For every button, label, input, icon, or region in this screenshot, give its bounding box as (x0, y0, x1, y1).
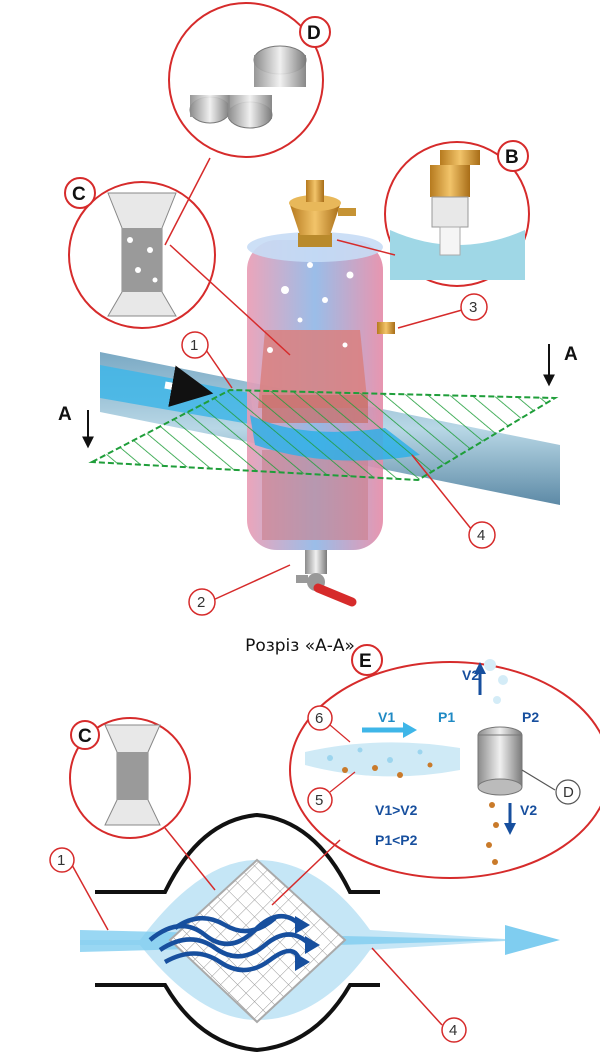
label-v2-bottom: V2 (520, 802, 537, 818)
section-mark-right-label: A (564, 344, 578, 365)
housing-section (95, 812, 380, 1053)
outflow-arrow-icon (505, 925, 560, 955)
marker-3 (397, 293, 488, 329)
label-eq1: V1>V2 (375, 802, 418, 818)
section-title: Розріз «А-А» (245, 636, 355, 656)
marker-2-label: 2 (197, 594, 205, 611)
air-vent-valve (289, 180, 356, 247)
label-eq2: P1<P2 (375, 832, 418, 848)
callout-c-bottom-label: C (78, 726, 92, 747)
marker-d-label: D (563, 784, 574, 801)
marker-4-top-label: 4 (477, 527, 485, 544)
callout-e-label: E (359, 651, 372, 672)
label-p1: P1 (438, 709, 455, 725)
callout-d-top-label: D (307, 23, 321, 44)
marker-4-bottom-label: 4 (449, 1022, 457, 1039)
side-fitting (377, 322, 395, 334)
drain-valve (296, 550, 357, 607)
label-p2: P2 (522, 709, 539, 725)
marker-4-top (411, 454, 496, 549)
marker-1-bottom-label: 1 (57, 852, 65, 869)
marker-1-top-label: 1 (190, 337, 198, 354)
marker-3-label: 3 (469, 299, 477, 316)
callout-d-top (164, 2, 331, 246)
marker-4-bottom (371, 947, 467, 1043)
callout-b (336, 140, 530, 287)
label-v1: V1 (378, 709, 395, 725)
callout-e (271, 644, 600, 906)
marker-5-label: 5 (315, 792, 323, 809)
marker-1-bottom (49, 847, 109, 931)
callout-c-bottom (69, 717, 216, 891)
marker-2 (188, 564, 291, 616)
section-mark-left-label: A (58, 404, 72, 425)
callout-b-label: B (505, 147, 519, 168)
filter-mesh-diamond (168, 858, 347, 1024)
filter-mesh-insert (122, 228, 162, 292)
marker-1-top (181, 331, 233, 389)
callout-c-top-label: C (72, 184, 86, 205)
section-plane (88, 388, 559, 482)
label-v2-top: V2 (462, 667, 479, 683)
inflow-arrow-icon (164, 365, 214, 407)
flow-arrows (148, 914, 312, 973)
marker-6-label: 6 (315, 710, 323, 727)
